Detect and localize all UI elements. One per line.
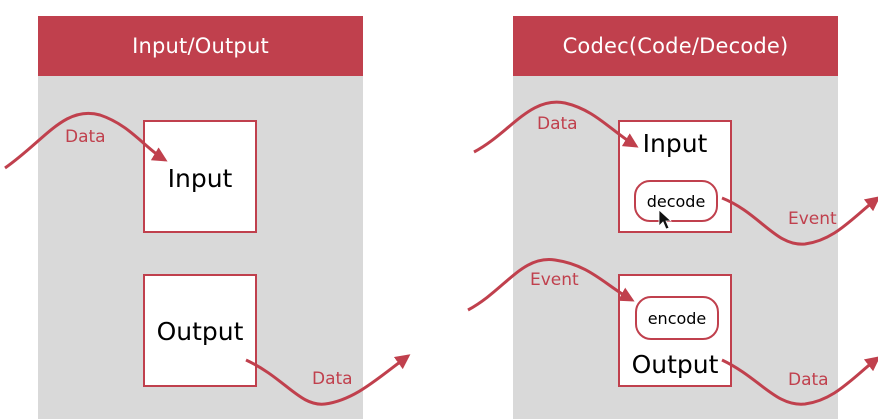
io-input-label: Input bbox=[167, 164, 233, 193]
io-panel-title: Input/Output bbox=[38, 16, 363, 76]
io-data-in-label: Data bbox=[65, 127, 106, 147]
codec-data-in-label: Data bbox=[537, 114, 578, 134]
encode-pill: encode bbox=[635, 296, 719, 340]
io-output-box: Output bbox=[143, 274, 257, 387]
io-output-label: Output bbox=[156, 317, 244, 346]
codec-event-out-label: Event bbox=[788, 209, 837, 229]
codec-input-box: Input decode bbox=[618, 120, 732, 233]
codec-panel-title: Codec(Code/Decode) bbox=[513, 16, 838, 76]
codec-input-label: Input bbox=[642, 129, 708, 158]
codec-event-in-label: Event bbox=[530, 270, 579, 290]
codec-data-out-label: Data bbox=[788, 370, 829, 390]
decode-pill: decode bbox=[634, 180, 718, 222]
codec-output-label: Output bbox=[631, 350, 719, 379]
codec-output-box: encode Output bbox=[618, 274, 732, 387]
io-data-out-label: Data bbox=[312, 369, 353, 389]
io-input-box: Input bbox=[143, 120, 257, 233]
